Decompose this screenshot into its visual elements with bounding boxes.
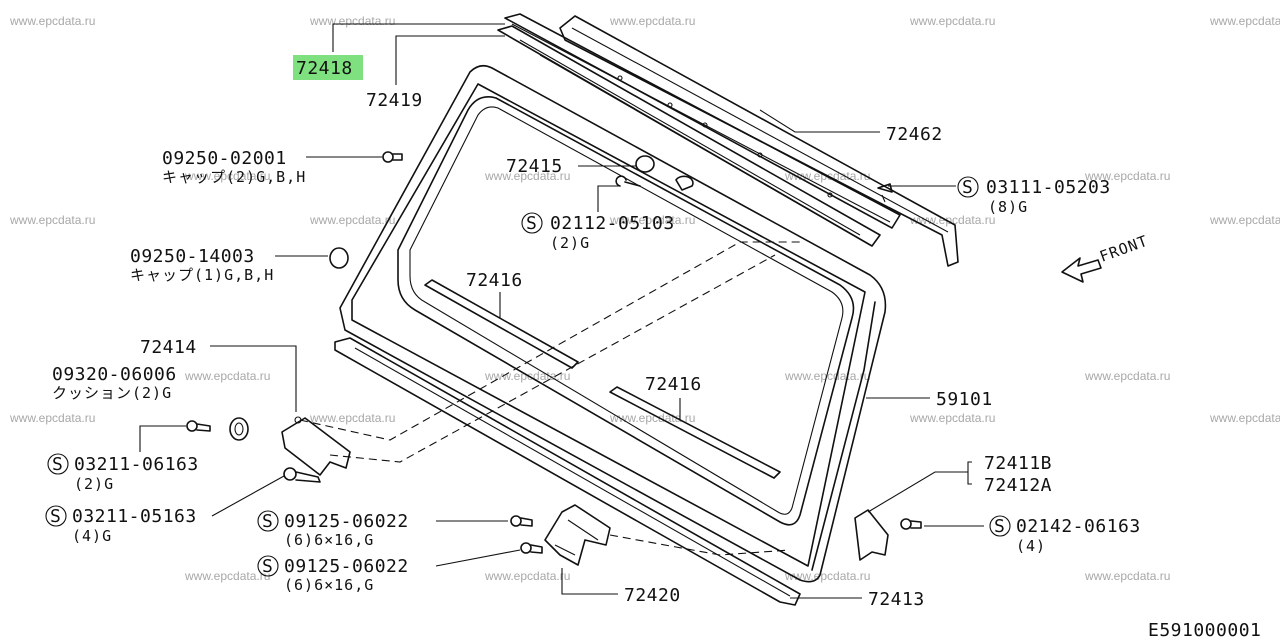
label-cap2-desc: キャップ(2)G,B,H — [162, 168, 306, 186]
label-s02112-code[interactable]: 02112-05103 — [550, 213, 675, 234]
label-s03111-qty: (8)G — [988, 198, 1028, 216]
upper-seal-strip[interactable] — [497, 13, 901, 247]
s-mark: S — [262, 556, 273, 577]
front-arrow-icon — [1061, 257, 1102, 283]
label-cap1-desc: キャップ(1)G,B,H — [130, 266, 274, 284]
label-s03211a-qty: (2)G — [74, 475, 114, 493]
bolt-03211-05163[interactable] — [283, 467, 321, 483]
cap-09250-14003[interactable] — [329, 247, 349, 269]
label-72416-upper[interactable]: 72416 — [466, 270, 523, 291]
watermark: www.epcdata.ru — [909, 411, 995, 425]
screw-03111[interactable] — [877, 183, 893, 203]
label-72414[interactable]: 72414 — [140, 337, 197, 358]
watermark: www.epcdata.ru — [1084, 169, 1170, 183]
s-mark: S — [262, 511, 273, 532]
label-s02112-qty: (2)G — [550, 234, 590, 252]
label-59101[interactable]: 59101 — [936, 389, 993, 410]
label-s02142-qty: (4) — [1016, 537, 1046, 555]
s-mark: S — [526, 213, 537, 234]
s-mark: S — [52, 454, 63, 475]
label-s09125a-qty: (6)6×16,G — [284, 531, 374, 549]
stay-72414[interactable] — [281, 416, 351, 476]
label-cushion-desc: クッション(2)G — [52, 384, 172, 402]
bolt-09125-a[interactable] — [510, 515, 533, 527]
label-cap1-code[interactable]: 09250-14003 — [130, 246, 255, 267]
label-s03211a-code[interactable]: 03211-06163 — [74, 454, 199, 475]
s-circle — [957, 176, 979, 198]
watermark: www.epcdata.ru — [1209, 14, 1280, 28]
label-72412a[interactable]: 72412A — [984, 475, 1052, 496]
label-cap2-code[interactable]: 09250-02001 — [162, 148, 287, 169]
watermark: www.epcdata.ru — [484, 169, 570, 183]
reference-lines — [299, 241, 800, 463]
watermark: www.epcdata.ru — [609, 213, 695, 227]
watermark: www.epcdata.ru — [9, 213, 95, 227]
watermark: www.epcdata.ru — [184, 169, 270, 183]
watermark: www.epcdata.ru — [784, 569, 870, 583]
watermark: www.epcdata.ru — [184, 369, 270, 383]
watermark: www.epcdata.ru — [1084, 369, 1170, 383]
bolt-02142[interactable] — [900, 518, 922, 530]
watermark: www.epcdata.ru — [909, 14, 995, 28]
label-72413[interactable]: 72413 — [868, 589, 925, 610]
label-72462[interactable]: 72462 — [886, 124, 943, 145]
s-circle — [257, 555, 279, 577]
watermark: www.epcdata.ru — [309, 213, 395, 227]
s-mark: S — [50, 506, 61, 527]
watermark: www.epcdata.ru — [909, 213, 995, 227]
label-s03211b-code[interactable]: 03211-05163 — [72, 506, 197, 527]
label-s09125b-code[interactable]: 09125-06022 — [284, 556, 409, 577]
s-mark: S — [962, 177, 973, 198]
watermark: www.epcdata.ru — [309, 14, 395, 28]
diagram-code: E591000001 — [1148, 620, 1261, 640]
label-s03111-code[interactable]: 03111-05203 — [986, 177, 1111, 198]
striker-72411b[interactable] — [854, 509, 889, 561]
watermark: www.epcdata.ru — [9, 14, 95, 28]
label-72419[interactable]: 72419 — [366, 90, 423, 111]
s-circle — [257, 510, 279, 532]
watermark: www.epcdata.ru — [9, 411, 95, 425]
s-circle — [989, 515, 1011, 537]
label-72416-lower[interactable]: 72416 — [645, 374, 702, 395]
s-circle — [47, 453, 69, 475]
watermark: www.epcdata.ru — [1209, 411, 1280, 425]
label-72420[interactable]: 72420 — [624, 585, 681, 606]
s-mark: S — [994, 516, 1005, 537]
cap-09250-02001[interactable] — [382, 151, 403, 163]
bolt-09125-b[interactable] — [520, 542, 543, 554]
watermark: www.epcdata.ru — [609, 411, 695, 425]
watermark: www.epcdata.ru — [309, 411, 395, 425]
spoiler-weatherstrip[interactable] — [559, 15, 959, 267]
label-72418[interactable]: 72418 — [296, 58, 353, 79]
lock-72420[interactable] — [544, 504, 611, 566]
watermark: www.epcdata.ru — [184, 569, 270, 583]
watermark: www.epcdata.ru — [609, 14, 695, 28]
clip-72415[interactable] — [635, 155, 655, 173]
label-cushion-code[interactable]: 09320-06006 — [52, 364, 177, 385]
bolt-03211-06163[interactable] — [186, 420, 211, 432]
label-s09125a-code[interactable]: 09125-06022 — [284, 511, 409, 532]
cushion-09320[interactable] — [229, 417, 249, 441]
watermark: www.epcdata.ru — [1084, 569, 1170, 583]
leader-lines — [139, 23, 984, 599]
label-s09125b-qty: (6)6×16,G — [284, 576, 374, 594]
lock-dash — [609, 534, 791, 556]
label-s02142-code[interactable]: 02142-06163 — [1016, 516, 1141, 537]
garnish-strip-upper[interactable] — [424, 279, 579, 369]
label-s03211b-qty: (4)G — [72, 527, 112, 545]
watermark: www.epcdata.ru — [1209, 213, 1280, 227]
watermark: www.epcdata.ru — [484, 569, 570, 583]
front-label: FRONT — [1097, 232, 1150, 266]
highlight-72418 — [293, 55, 363, 80]
watermark-layer: www.epcdata.ru www.epcdata.ru www.epcdat… — [9, 14, 1280, 583]
label-72415[interactable]: 72415 — [506, 156, 563, 177]
label-72411b[interactable]: 72411B — [984, 453, 1052, 474]
s-circle — [521, 212, 543, 234]
garnish-strip-lower[interactable] — [609, 386, 781, 479]
back-door-panel[interactable] — [339, 64, 887, 583]
s-circle — [45, 505, 67, 527]
